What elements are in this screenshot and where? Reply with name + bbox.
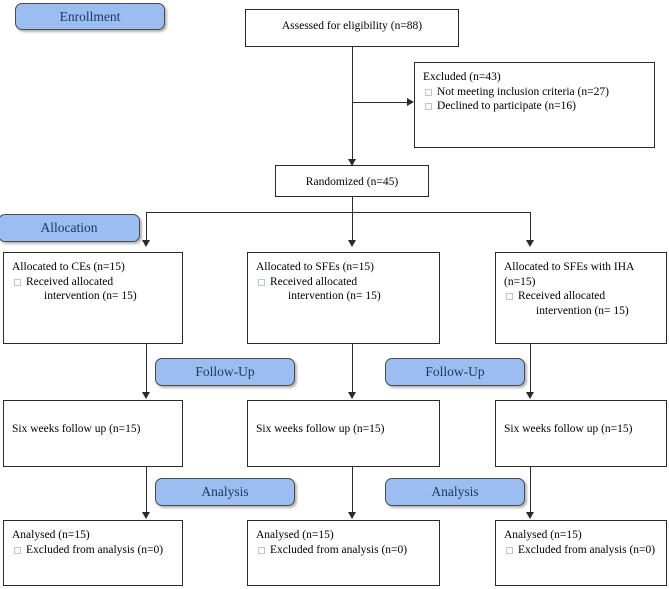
arrow-analysis-arm-2: [348, 512, 356, 519]
allocated-arm-3-bullet: Received allocated intervention (n= 15): [504, 289, 658, 318]
analysed-arm-3-bullet: Excluded from analysis (n=0): [504, 543, 658, 558]
arrow-followup-arm-1: [142, 392, 150, 399]
excluded-heading: Excluded (n=43): [423, 71, 501, 83]
connector-followup-arm-2: [352, 344, 353, 398]
stage-label-analysis-left: Analysis: [155, 478, 295, 506]
followup-arm-1-text: Six weeks follow up (n=15): [12, 423, 141, 435]
analysed-arm-1-heading: Analysed (n=15): [12, 529, 90, 541]
arrow-allocation-arm-3: [526, 240, 534, 247]
connector-followup-arm-3: [530, 344, 531, 398]
analysed-arm-3-heading: Analysed (n=15): [504, 529, 582, 541]
box-analysed-arm-2: Analysed (n=15) Excluded from analysis (…: [247, 520, 440, 586]
allocated-arm-2-bullet-line1: Received allocated: [270, 275, 358, 288]
followup-arm-2-text: Six weeks follow up (n=15): [256, 423, 385, 435]
allocated-arm-3-bullet-line1: Received allocated: [518, 290, 606, 303]
allocated-arm-1-bullet-line1: Received allocated: [26, 275, 114, 288]
arrow-assessed-to-randomized: [348, 159, 356, 166]
arrow-followup-arm-3: [526, 392, 534, 399]
box-followup-arm-2: Six weeks follow up (n=15): [247, 400, 440, 467]
allocated-arm-1-bullet: Received allocated intervention (n= 15): [12, 275, 174, 304]
box-assessed-for-eligibility: Assessed for eligibility (n=88): [245, 9, 459, 47]
stage-label-followup-left-text: Follow-Up: [195, 364, 255, 379]
allocated-arm-2-heading: Allocated to SFEs (n=15): [256, 261, 374, 273]
box-excluded: Excluded (n=43) Not meeting inclusion cr…: [414, 62, 655, 148]
connector-followup-arm-1: [146, 344, 147, 398]
box-analysed-arm-1: Analysed (n=15) Excluded from analysis (…: [3, 520, 183, 586]
followup-arm-3-text: Six weeks follow up (n=15): [504, 423, 633, 435]
allocated-arm-1-bullet-line2: intervention (n= 15): [44, 290, 137, 303]
connector-to-excluded: [352, 102, 409, 103]
allocated-arm-3-heading: Allocated to SFEs with IHA (n=15): [504, 261, 634, 288]
stage-label-followup-right: Follow-Up: [385, 358, 525, 386]
randomized-text: Randomized (n=45): [305, 176, 399, 188]
arrow-followup-arm-2: [348, 392, 356, 399]
excluded-item-declined: Declined to participate (n=16): [423, 99, 646, 114]
assessed-text: Assessed for eligibility (n=88): [281, 20, 423, 32]
box-allocated-arm-3: Allocated to SFEs with IHA (n=15) Receiv…: [495, 252, 667, 344]
connector-analysis-arm-3: [530, 467, 531, 518]
allocated-arm-2-bullet-line2: intervention (n= 15): [288, 290, 381, 303]
connector-allocation-arm-2: [352, 212, 353, 245]
stage-label-followup-left: Follow-Up: [155, 358, 295, 386]
arrow-analysis-arm-1: [142, 512, 150, 519]
box-followup-arm-1: Six weeks follow up (n=15): [3, 400, 183, 467]
arrow-analysis-arm-3: [526, 512, 534, 519]
connector-randomized-stem: [352, 197, 353, 213]
allocated-arm-1-heading: Allocated to CEs (n=15): [12, 261, 125, 273]
connector-analysis-arm-1: [146, 467, 147, 518]
connector-allocation-arm-3: [530, 212, 531, 245]
analysed-arm-2-bullet: Excluded from analysis (n=0): [256, 543, 431, 558]
stage-label-allocation: Allocation: [0, 214, 140, 242]
arrow-allocation-arm-2: [348, 240, 356, 247]
arrow-to-excluded: [407, 98, 414, 106]
arrow-allocation-arm-1: [142, 240, 150, 247]
box-randomized: Randomized (n=45): [275, 165, 429, 197]
box-followup-arm-3: Six weeks follow up (n=15): [495, 400, 667, 467]
stage-label-allocation-text: Allocation: [40, 220, 98, 235]
analysed-arm-1-bullet: Excluded from analysis (n=0): [12, 543, 174, 558]
stage-label-analysis-right: Analysis: [385, 478, 525, 506]
connector-allocation-bus: [146, 212, 531, 213]
allocated-arm-2-bullet: Received allocated intervention (n= 15): [256, 275, 431, 304]
box-analysed-arm-3: Analysed (n=15) Excluded from analysis (…: [495, 520, 667, 586]
allocated-arm-3-bullet-line2: intervention (n= 15): [536, 305, 629, 318]
excluded-item-not-meeting-criteria: Not meeting inclusion criteria (n=27): [423, 85, 646, 100]
box-allocated-arm-2: Allocated to SFEs (n=15) Received alloca…: [247, 252, 440, 344]
connector-analysis-arm-2: [352, 467, 353, 518]
stage-label-enrollment: Enrollment: [15, 3, 165, 30]
box-allocated-arm-1: Allocated to CEs (n=15) Received allocat…: [3, 252, 183, 344]
connector-allocation-arm-1: [146, 212, 147, 245]
connector-assessed-to-randomized: [352, 47, 353, 165]
stage-label-enrollment-text: Enrollment: [59, 8, 121, 24]
analysed-arm-2-heading: Analysed (n=15): [256, 529, 334, 541]
stage-label-followup-right-text: Follow-Up: [425, 364, 485, 379]
stage-label-analysis-left-text: Analysis: [201, 484, 249, 499]
stage-label-analysis-right-text: Analysis: [431, 484, 479, 499]
